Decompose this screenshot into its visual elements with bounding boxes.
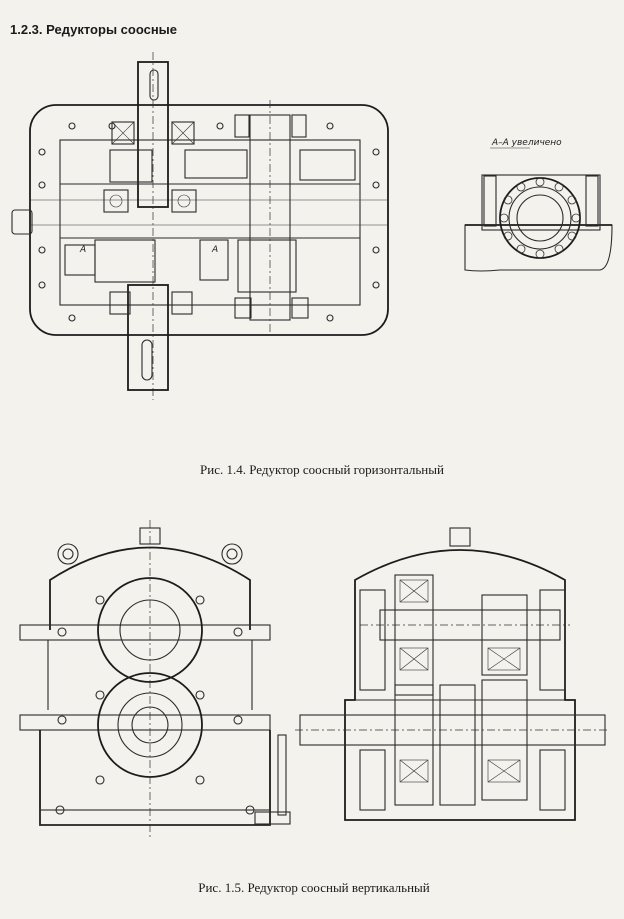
- gear-lower-left: [94, 239, 156, 283]
- gear-bottom-right: [481, 679, 528, 801]
- section-a-a-label: А–А увеличено: [491, 138, 562, 148]
- front-view: [19, 520, 291, 840]
- gear-top-right: [481, 594, 528, 676]
- gear-lower-right: [237, 239, 297, 293]
- housing-bolts: [38, 122, 380, 322]
- figure-1-5-caption: Рис. 1.5. Редуктор соосный вертикальный: [198, 880, 430, 895]
- bearings: [103, 114, 309, 319]
- output-shaft: [127, 284, 169, 391]
- section-mark-a-2: А: [211, 245, 218, 255]
- gear-bottom-left: [394, 684, 434, 806]
- figure-1-5-drawing: [19, 520, 610, 840]
- figure-1-4-caption: Рис. 1.4. Редуктор соосный горизонтальны…: [200, 462, 444, 477]
- side-section-view: [295, 527, 610, 821]
- gear-upper-right: [184, 149, 248, 179]
- housing-outline: [29, 104, 389, 336]
- section-a-a-detail: А–А увеличено: [464, 138, 613, 272]
- gear-top-left: [394, 574, 434, 696]
- gear-upper-left: [109, 149, 153, 183]
- figure-1-4-drawing: А А А–А увеличено: [11, 52, 613, 400]
- section-mark-a: А: [79, 245, 86, 255]
- section-heading: 1.2.3. Редукторы соосные: [10, 22, 178, 37]
